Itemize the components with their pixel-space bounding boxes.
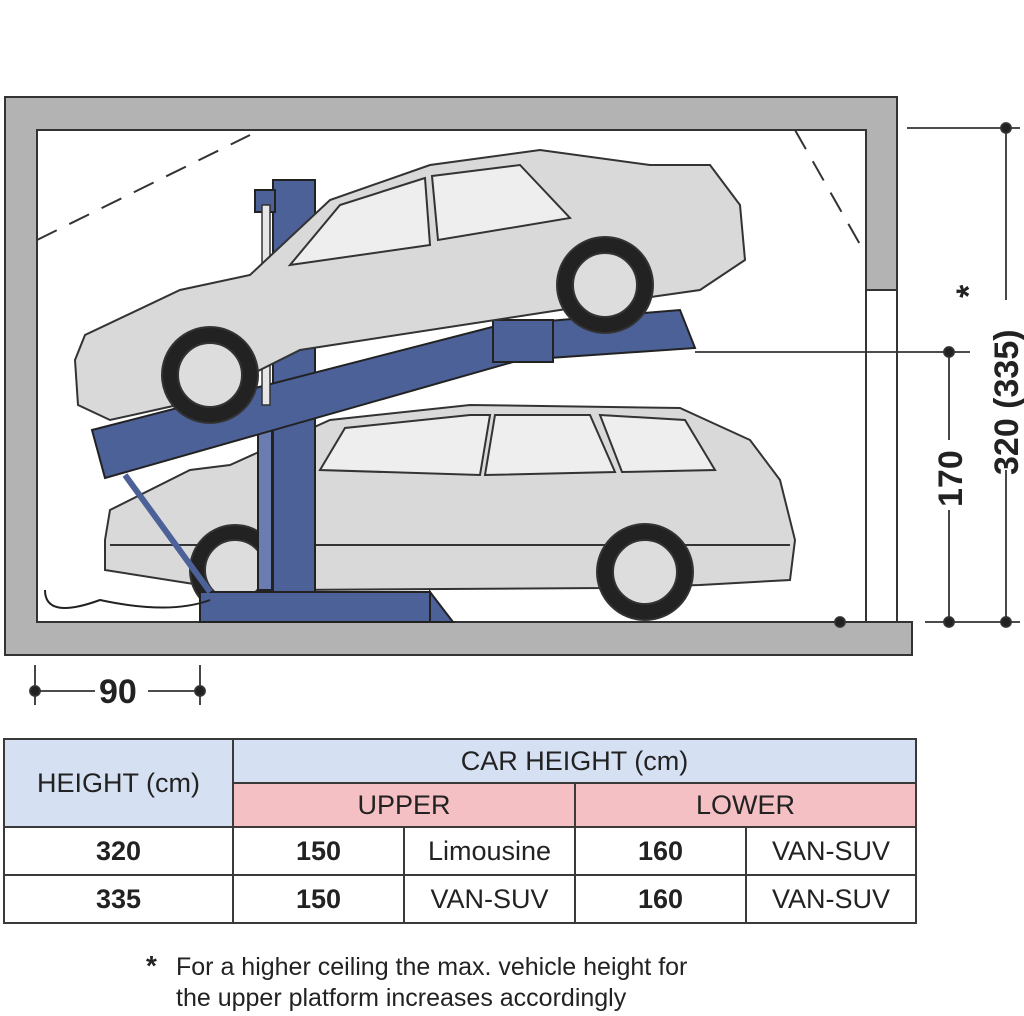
car-height-table: HEIGHT (cm) CAR HEIGHT (cm) UPPER LOWER …	[3, 738, 917, 924]
header-lower: LOWER	[574, 782, 917, 828]
table-row: 335 150 VAN-SUV 160 VAN-SUV	[3, 874, 917, 924]
cell-upper-value: 150	[232, 826, 405, 876]
upper-car-limousine	[73, 148, 747, 424]
footnote-line-2: the upper platform increases accordingly	[176, 984, 627, 1012]
header-upper: UPPER	[232, 782, 576, 828]
garage-walls	[4, 96, 913, 656]
cell-upper-type: VAN-SUV	[403, 874, 576, 924]
dimension-ceiling-asterisk: *	[950, 284, 988, 298]
cell-height: 320	[3, 826, 234, 876]
dimension-ceiling-label: 320 (335)	[988, 329, 1024, 475]
footnote-marker: *	[146, 950, 157, 981]
ceiling-dashed-lines	[36, 129, 867, 256]
cell-lower-type: VAN-SUV	[745, 874, 917, 924]
lift-structure	[90, 179, 697, 623]
header-height: HEIGHT (cm)	[3, 738, 234, 828]
cell-lower-value: 160	[574, 874, 747, 924]
parking-lift-diagram: 320 (335) * 170 90	[4, 96, 1024, 711]
footnote: * For a higher ceiling the max. vehicle …	[146, 950, 688, 1014]
cell-upper-type: Limousine	[403, 826, 576, 876]
cell-upper-value: 150	[232, 874, 405, 924]
header-car-height: CAR HEIGHT (cm)	[232, 738, 917, 784]
cell-height: 335	[3, 874, 234, 924]
hydraulic-hose	[44, 589, 211, 609]
table-row: 320 150 Limousine 160 VAN-SUV	[3, 826, 917, 876]
footnote-line-1: For a higher ceiling the max. vehicle he…	[176, 953, 688, 981]
cell-lower-value: 160	[574, 826, 747, 876]
dimension-column-offset-label: 90	[99, 673, 137, 711]
dimension-upper-platform-label: 170	[932, 450, 970, 507]
cell-lower-type: VAN-SUV	[745, 826, 917, 876]
dimension-lines	[29, 122, 1020, 705]
